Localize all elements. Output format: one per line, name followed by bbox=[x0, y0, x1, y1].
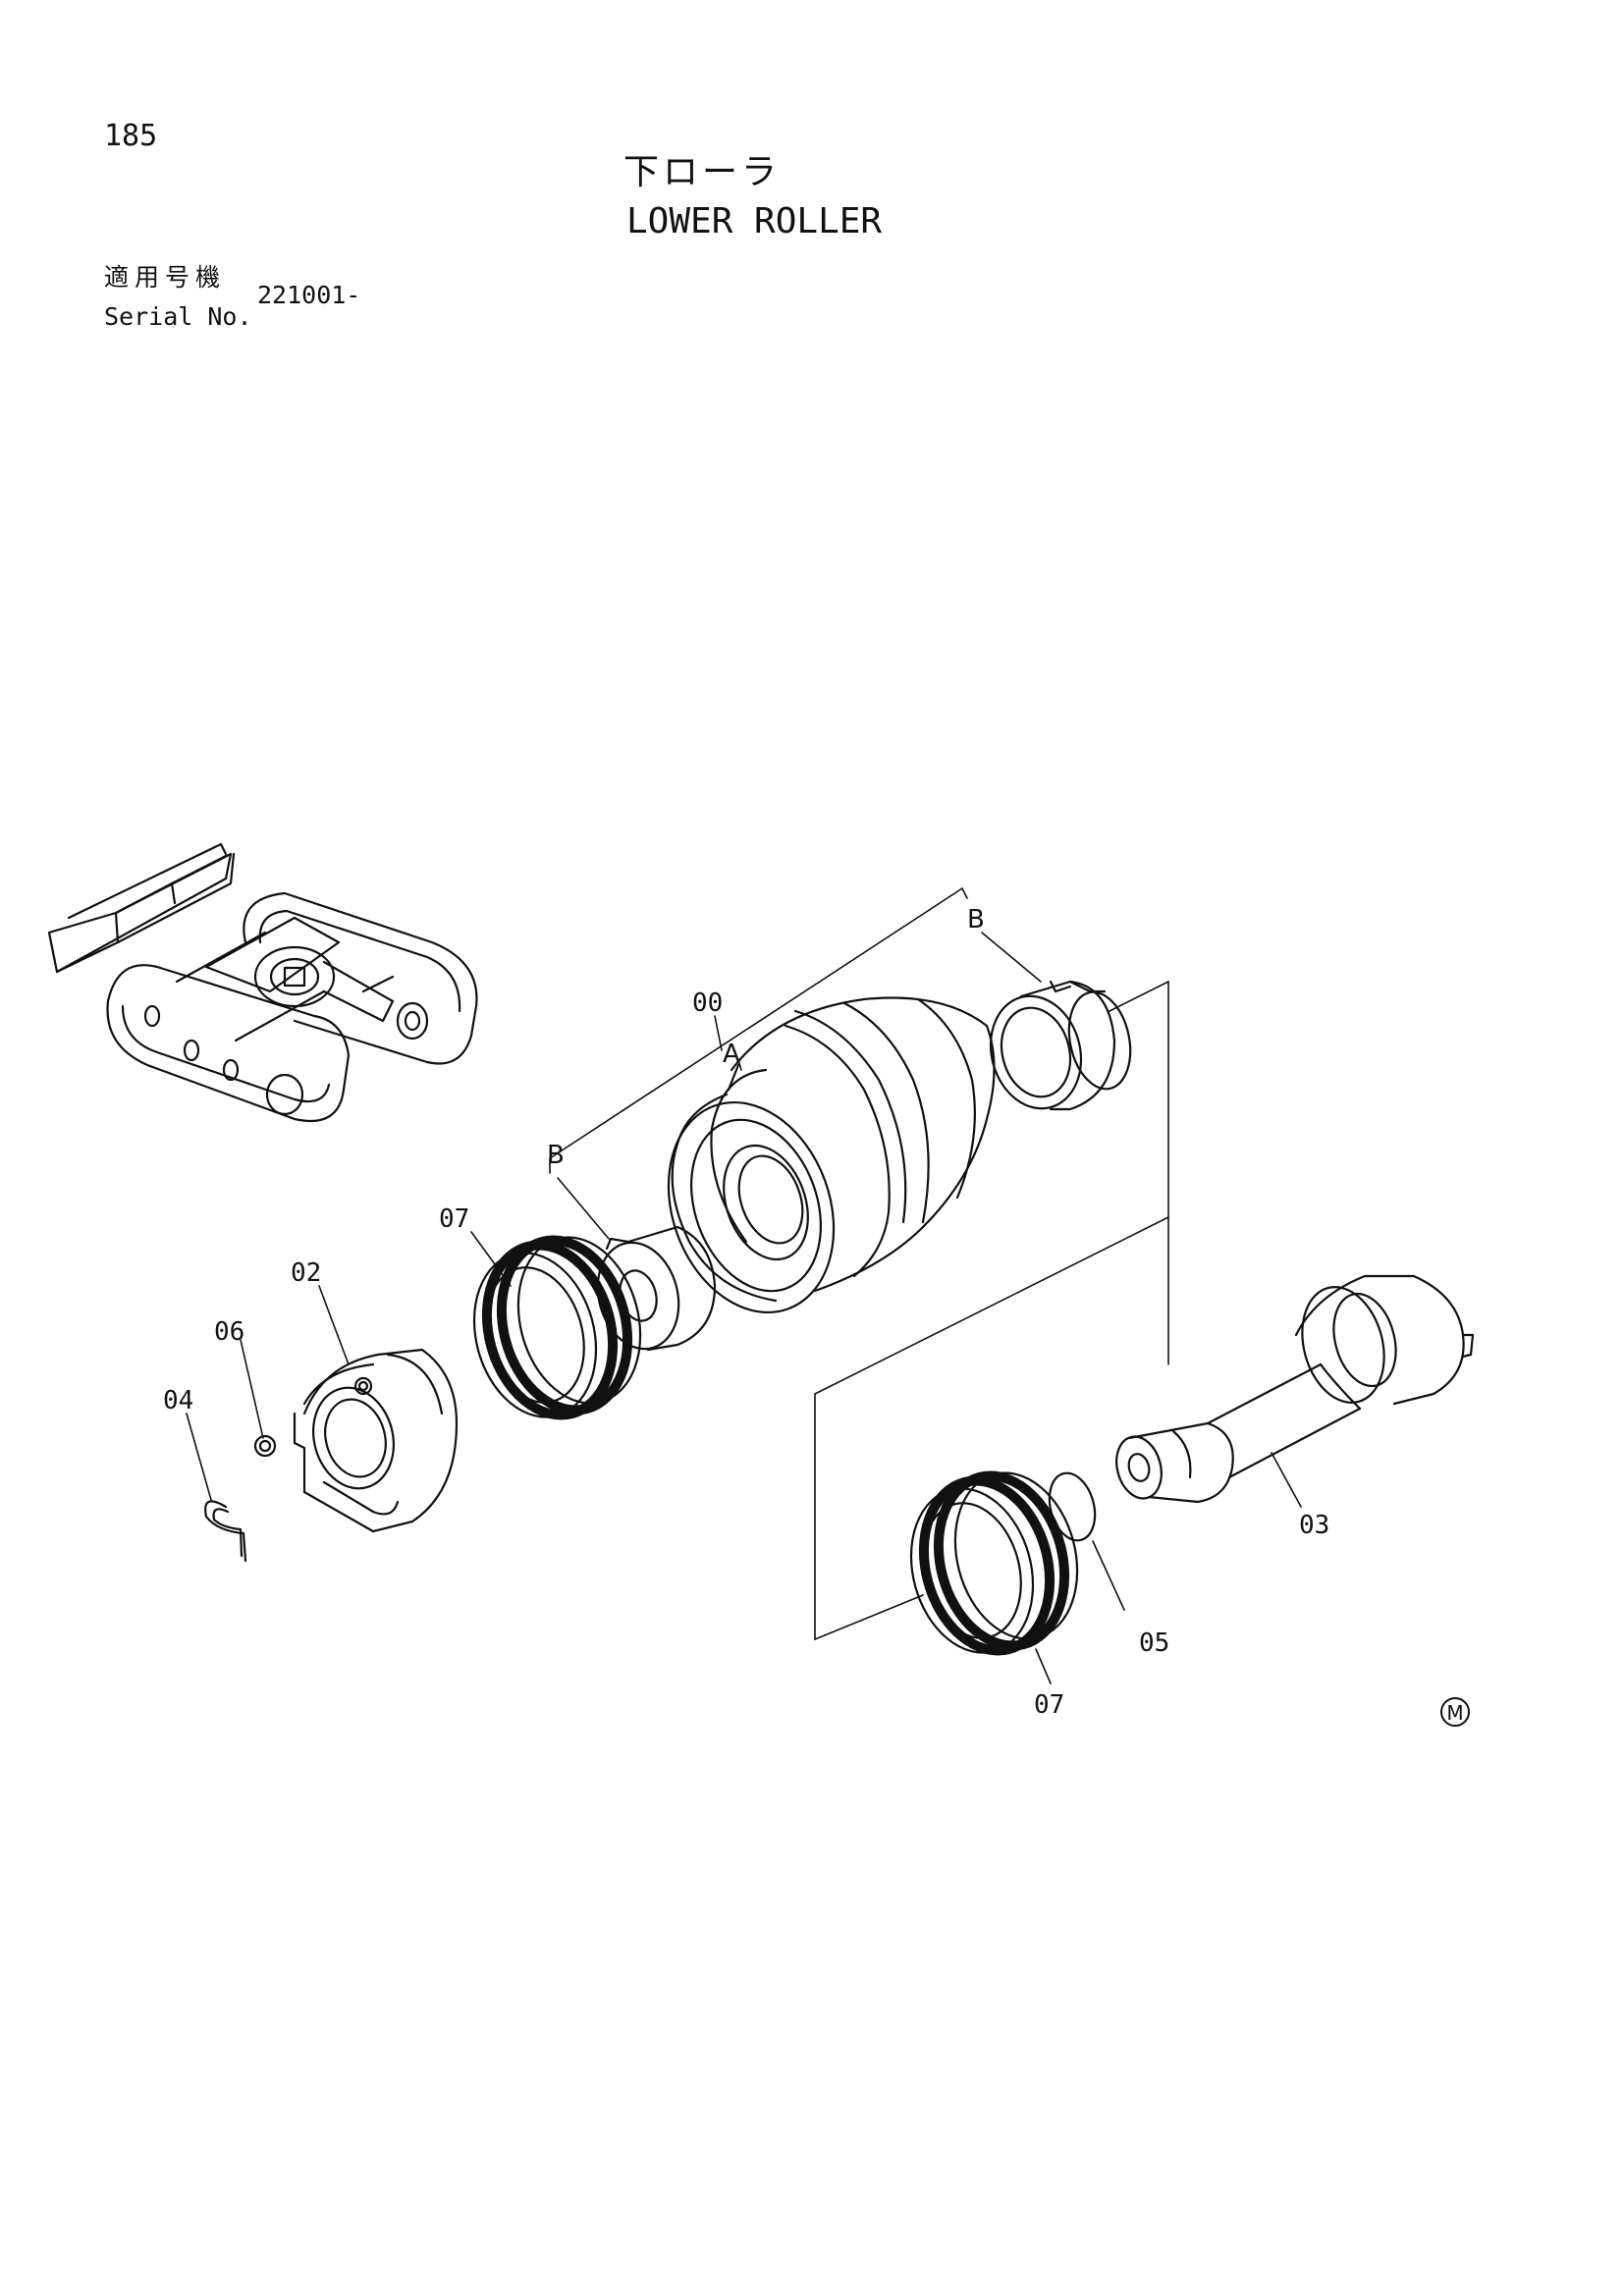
undercarriage-thumbnail bbox=[47, 842, 478, 1123]
o-ring bbox=[1048, 1471, 1097, 1542]
page-title: LOWER ROLLER bbox=[626, 201, 883, 241]
page-number: 185 bbox=[104, 119, 158, 153]
serial-label: Serial No. bbox=[104, 302, 252, 331]
retaining-ring bbox=[204, 1500, 247, 1563]
callout-roller-body: A bbox=[723, 1040, 740, 1069]
callout-shaft: 03 bbox=[1299, 1511, 1329, 1540]
roller-body bbox=[667, 996, 996, 1314]
circled-m-mark: M bbox=[1440, 1697, 1470, 1727]
plug bbox=[253, 1434, 277, 1458]
floating-seal-lower bbox=[909, 1470, 1079, 1656]
callout-seal-lower: 07 bbox=[1034, 1690, 1064, 1720]
leader-lines bbox=[186, 932, 1302, 1684]
callout-collar: 02 bbox=[291, 1258, 321, 1288]
callout-retaining-ring: 04 bbox=[163, 1386, 193, 1415]
bushing-right bbox=[989, 980, 1132, 1111]
shaft bbox=[1115, 1274, 1475, 1504]
callout-seal-upper: 07 bbox=[439, 1204, 469, 1234]
callout-bushing-left: B bbox=[547, 1141, 565, 1170]
callout-assembly: 00 bbox=[692, 988, 723, 1018]
floating-seal-upper bbox=[472, 1235, 642, 1420]
collar bbox=[293, 1348, 459, 1533]
callout-bushing-right: B bbox=[967, 905, 985, 934]
callout-plug: 06 bbox=[214, 1317, 244, 1347]
serial-label-japanese: 適用号機 bbox=[104, 263, 227, 292]
serial-number-value: 221001- bbox=[257, 281, 361, 309]
exploded-view-lines bbox=[549, 887, 1169, 1640]
callout-o-ring: 05 bbox=[1139, 1629, 1169, 1658]
page-title-japanese: 下ローラ bbox=[623, 152, 782, 192]
circled-m-letter: M bbox=[1446, 1701, 1463, 1725]
